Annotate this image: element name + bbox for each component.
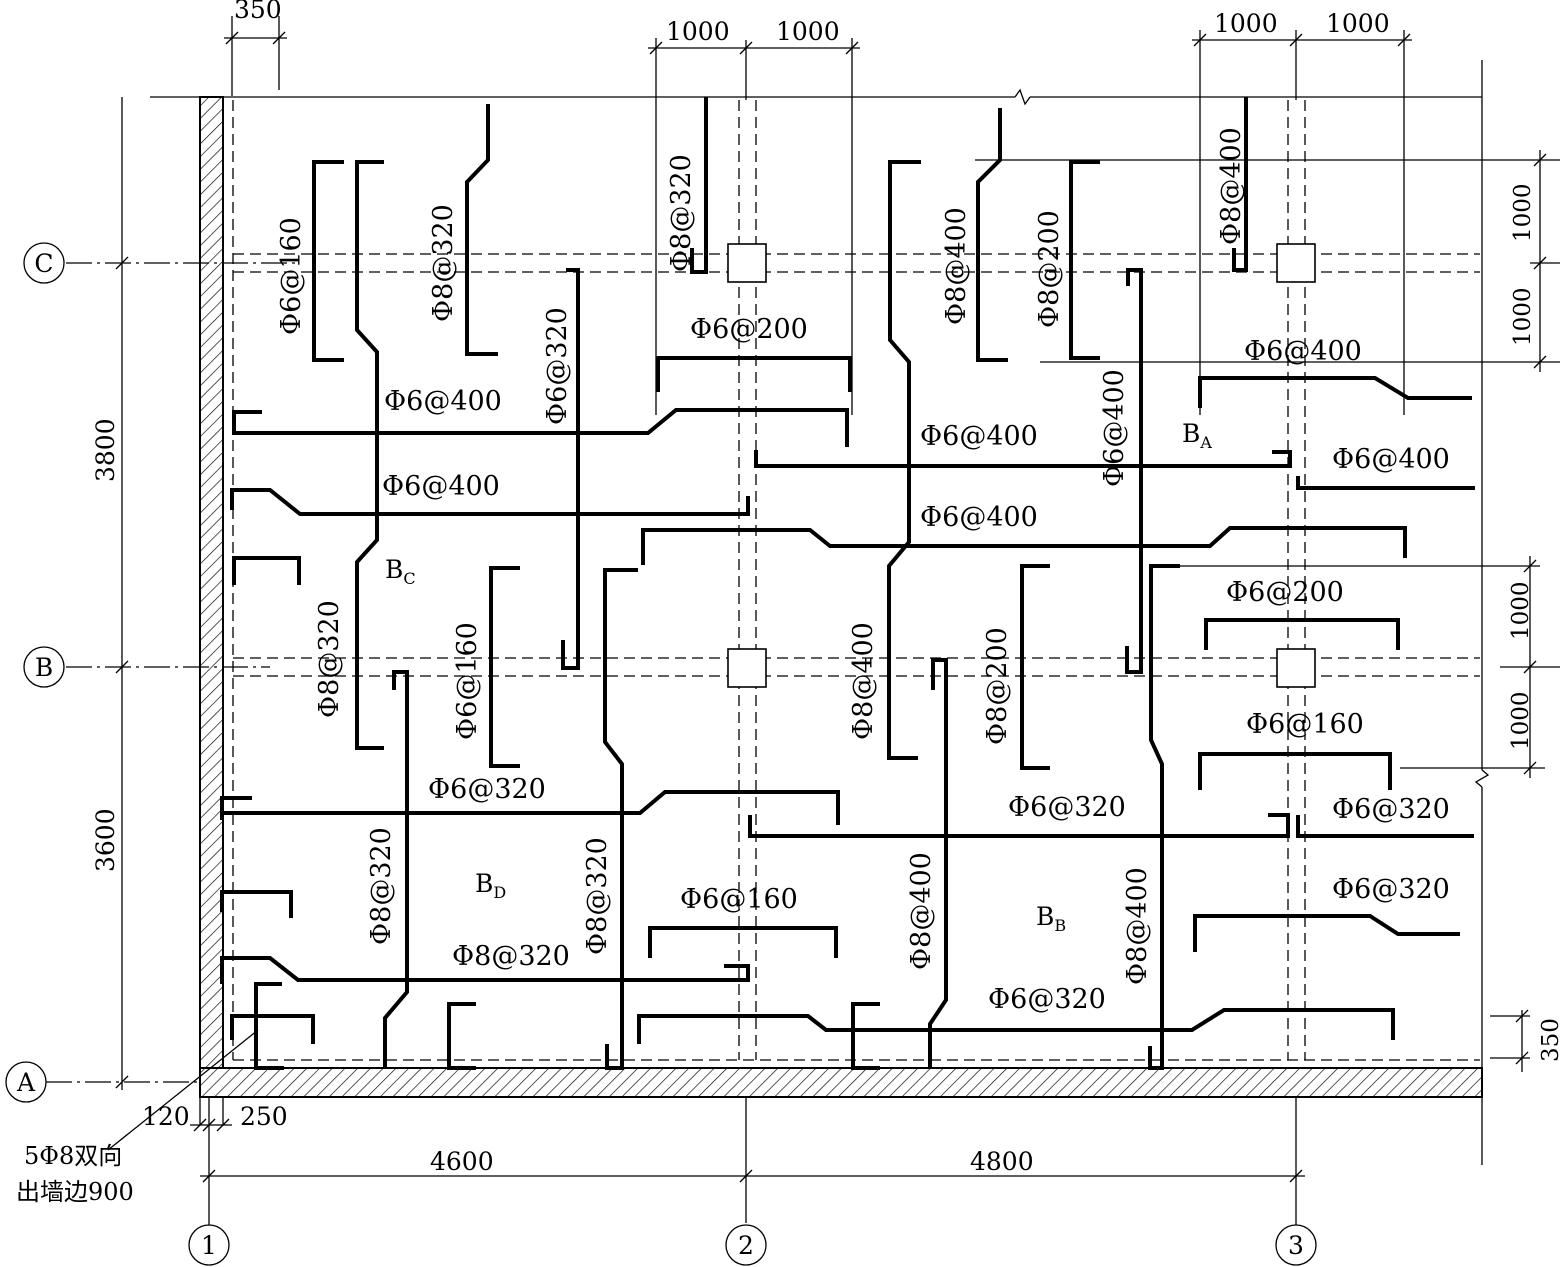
axis-bubble-a: [5, 1061, 47, 1103]
rebar-label: Φ8@320: [428, 204, 459, 322]
dim-top-1000-c: 1000: [1214, 9, 1278, 38]
left-wall: [199, 96, 224, 1069]
rebar-label: Φ6@400: [1332, 444, 1450, 475]
slab-bb: BB: [1036, 902, 1066, 935]
axis-bubble-3: [1275, 1224, 1317, 1266]
rebar-label: Φ8@320: [366, 827, 397, 945]
axis-label-a: A: [16, 1068, 36, 1097]
slab-names: BC BA BD BB: [385, 419, 1212, 935]
outline: [150, 60, 1560, 1165]
dimension-lines: [107, 16, 1560, 1183]
axis-label-3: 3: [1288, 1231, 1304, 1260]
walls: [199, 96, 1483, 1098]
axis-label-2: 2: [738, 1231, 754, 1260]
rebar-label: Φ6@400: [384, 386, 502, 417]
rebar-label: Φ6@320: [542, 307, 573, 425]
columns: [727, 243, 1316, 688]
dim-left-3800: 3800: [91, 418, 120, 482]
axis-bubbles: C B A 1 2 3: [5, 242, 1317, 1266]
rebar-label: Φ8@400: [848, 622, 879, 740]
axis-bubble-1: [188, 1224, 230, 1266]
axis-label-b: B: [35, 653, 53, 682]
rebar-label: Φ6@160: [276, 217, 307, 335]
axis-lines: [46, 30, 1297, 1225]
rebar-label: Φ8@400: [906, 852, 937, 970]
rebar-label: Φ8@320: [582, 837, 613, 955]
column-b3: [1276, 648, 1316, 688]
axis-bubble-b: [23, 646, 65, 688]
slab-bc: BC: [385, 555, 416, 588]
rebar-label: Φ8@200: [982, 627, 1013, 745]
corner-note-line1: 5Φ8双向: [24, 1142, 122, 1170]
rebar-label: Φ6@200: [1226, 577, 1344, 608]
corner-note-line2: 出墙边900: [16, 1178, 134, 1206]
column-b2: [727, 648, 767, 688]
rebar-label: Φ6@160: [680, 884, 798, 915]
dim-right-1000-b: 1000: [1510, 287, 1536, 346]
rebars: [220, 97, 1475, 1070]
rebar-label: Φ6@400: [920, 502, 1038, 533]
column-c2: [727, 243, 767, 283]
rebar-label: Φ6@400: [920, 421, 1038, 452]
slab-bd: BD: [475, 869, 506, 902]
axis-label-1: 1: [201, 1231, 217, 1260]
axis-bubble-2: [725, 1224, 767, 1266]
axis-label-c: C: [34, 249, 53, 278]
dim-right-350: 350: [1538, 1018, 1563, 1062]
rebar-label: Φ6@320: [1332, 794, 1450, 825]
dim-bottom-4600: 4600: [430, 1147, 494, 1176]
rebar-label: Φ8@200: [1034, 210, 1065, 328]
rebar-label: Φ6@200: [690, 314, 808, 345]
rebar-label: Φ6@400: [382, 471, 500, 502]
rebar-label: Φ8@320: [452, 941, 570, 972]
corner-note: 5Φ8双向 出墙边900: [16, 1142, 134, 1206]
dim-left-3600: 3600: [91, 808, 120, 872]
dimension-text: 350 1000 1000 1000 1000 3800 3600 1000 1…: [91, 0, 1563, 1176]
dim-right-1000-a: 1000: [1510, 183, 1536, 242]
dim-bottom-120: 120: [142, 1102, 190, 1131]
rebar-label: Φ6@320: [428, 774, 546, 805]
rebar-label: Φ8@320: [314, 600, 345, 718]
dim-bottom-250: 250: [240, 1102, 288, 1131]
axis-bubble-c: [23, 242, 65, 284]
rebar-label: Φ8@400: [1122, 867, 1153, 985]
rebar-label: Φ6@160: [1246, 709, 1364, 740]
dim-right-1000-c: 1000: [1508, 581, 1534, 640]
rebar-label: Φ8@320: [666, 154, 697, 272]
dim-right-1000-d: 1000: [1508, 691, 1534, 750]
rebar-label: Φ6@320: [1332, 874, 1450, 905]
rebar-label: Φ6@400: [1244, 336, 1362, 367]
slab-ba: BA: [1182, 419, 1212, 452]
rebar-labels: Φ6@160 Φ8@320 Φ6@320 Φ6@400 Φ6@400 Φ8@32…: [276, 127, 1450, 1015]
dim-top-350: 350: [234, 0, 282, 24]
bottom-wall: [199, 1067, 1483, 1098]
rebar-label: Φ6@320: [988, 984, 1106, 1015]
dim-top-1000-a: 1000: [666, 17, 730, 46]
dim-top-1000-b: 1000: [776, 17, 840, 46]
column-c3: [1276, 243, 1316, 283]
rebar-label: Φ6@160: [452, 622, 483, 740]
dim-bottom-4800: 4800: [970, 1147, 1034, 1176]
rebar-label: Φ6@320: [1008, 792, 1126, 823]
rebar-label: Φ6@400: [1099, 369, 1130, 487]
rebar-label: Φ8@400: [1216, 127, 1247, 245]
rebar-label: Φ8@400: [941, 207, 972, 325]
dim-top-1000-d: 1000: [1326, 9, 1390, 38]
